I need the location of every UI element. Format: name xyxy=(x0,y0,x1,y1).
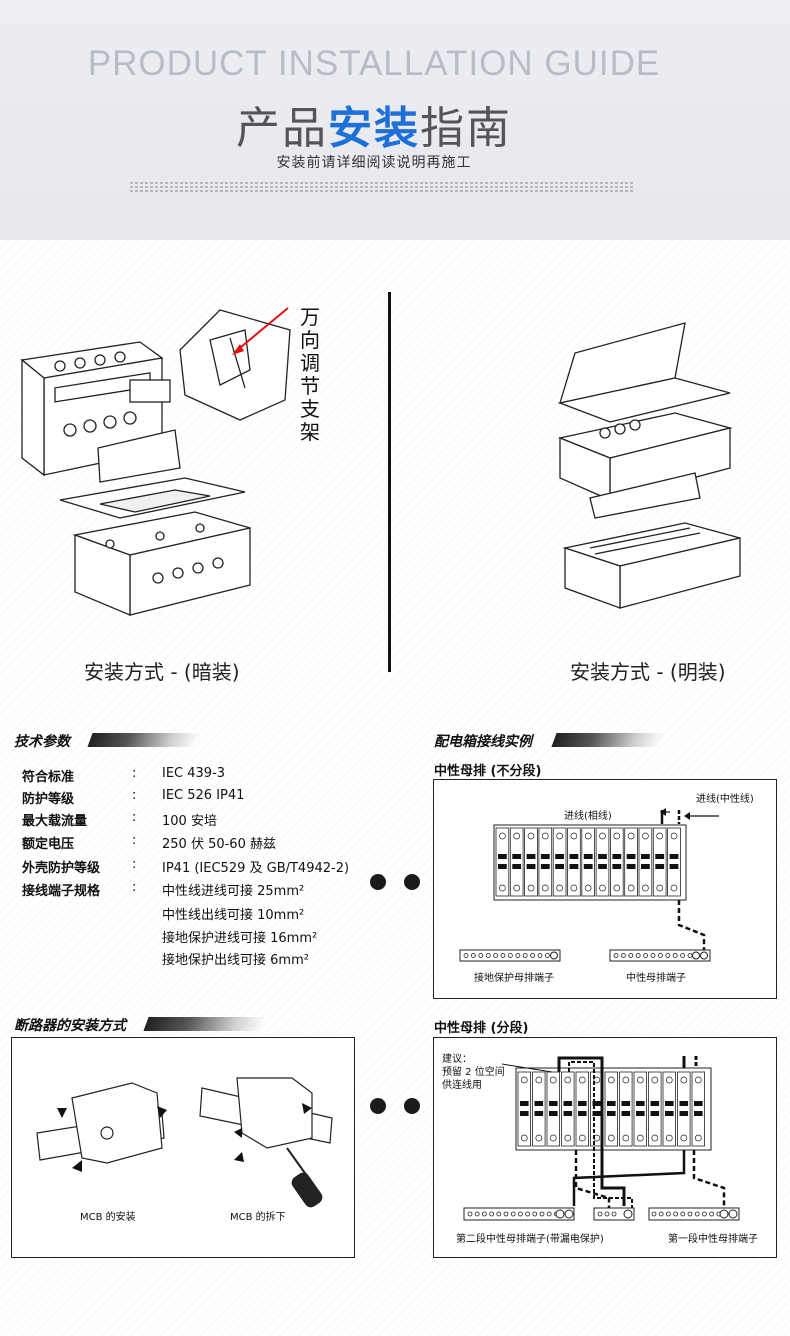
bullet-dot xyxy=(370,874,386,890)
decorative-fine-print xyxy=(130,180,635,194)
breaker-module xyxy=(567,827,581,897)
title-chinese: 产品安装指南 xyxy=(0,92,748,156)
breaker-module xyxy=(524,827,538,897)
param-colon: : xyxy=(132,880,137,895)
surface-mount-caption: 安装方式 - (明装) xyxy=(570,660,726,684)
param-key: 符合标准 xyxy=(22,770,75,785)
flush-mount-caption: 安装方式 - (暗装) xyxy=(84,660,240,684)
bracket-label-char: 节 xyxy=(300,374,320,398)
breaker-module xyxy=(662,1071,677,1147)
wiring-diagram-1: 进线(相线) 进线(中性线) 接地保护母排端子 中性母排端子 xyxy=(433,779,777,999)
header-banner: PRODUCT INSTALLATION GUIDE 产品安装指南 安装前请详细… xyxy=(0,0,790,240)
breaker-module xyxy=(638,827,653,897)
bullet-dot xyxy=(370,1098,386,1114)
mcb-install-label: MCB 的安装 xyxy=(80,1212,136,1223)
breaker-module xyxy=(552,827,567,897)
label-first-terminal: 第一段中性母排端子 xyxy=(668,1234,758,1245)
param-value: IP41 (IEC529 及 GB/T4942-2) xyxy=(162,861,350,876)
param-value: IEC 526 IP41 xyxy=(162,788,245,803)
vertical-divider xyxy=(388,292,391,672)
terminal-holes xyxy=(467,1209,738,1219)
breaker-module xyxy=(619,1071,633,1147)
param-key: 最大载流量 xyxy=(22,814,88,829)
tech-params-title: 技术参数 xyxy=(14,734,70,750)
param-value: 接地保护出线可接 6mm² xyxy=(162,953,309,968)
breaker-module xyxy=(538,827,553,897)
bullet-dot xyxy=(404,1098,420,1114)
mcb-drawing xyxy=(36,1077,333,1208)
param-key: 防护等级 xyxy=(22,792,75,807)
param-colon: : xyxy=(132,766,137,781)
param-value: 中性线出线可接 10mm² xyxy=(162,908,305,923)
surface-mount-illustration xyxy=(557,322,741,609)
breaker-row xyxy=(517,1071,706,1147)
label-second-terminal: 第二段中性母排端子(带漏电保护) xyxy=(456,1234,604,1245)
breaker-module xyxy=(691,1071,706,1147)
wiring-diagram-2-drawing xyxy=(463,1056,740,1221)
bracket-label-char: 调 xyxy=(300,351,320,375)
breaker-row xyxy=(495,827,681,897)
param-value: 中性线进线可接 25mm² xyxy=(162,884,305,899)
breaker-module xyxy=(652,827,667,897)
terminal-holes xyxy=(463,951,708,960)
flush-mount-illustration xyxy=(20,307,291,616)
param-colon: : xyxy=(132,857,137,872)
breaker-module xyxy=(509,827,524,897)
param-value: 接地保护进线可接 16mm² xyxy=(162,931,318,946)
breaker-module xyxy=(609,827,624,897)
breaker-module xyxy=(633,1071,648,1147)
param-key: 额定电压 xyxy=(22,837,75,852)
title-zh-bold: 安装 xyxy=(328,103,420,154)
breaker-module xyxy=(667,827,681,897)
param-value: IEC 439-3 xyxy=(162,766,226,781)
advice-line-3: 供连线用 xyxy=(442,1080,482,1091)
param-colon: : xyxy=(132,810,137,825)
title-zh-post: 指南 xyxy=(420,103,512,154)
title-english: PRODUCT INSTALLATION GUIDE xyxy=(87,44,661,83)
bullet-dot xyxy=(404,874,420,890)
bracket-label: 万 向 调 节 支 架 xyxy=(298,306,322,444)
bracket-label-char: 向 xyxy=(300,328,320,352)
param-key: 接线端子规格 xyxy=(22,884,101,899)
bracket-label-char: 万 xyxy=(300,305,320,329)
label-in-neutral: 进线(中性线) xyxy=(696,794,754,805)
wiring-diagram-2: 建议： 预留 2 位空间 供连线用 第二段中性母排端子(带漏电保护) 第一段中性… xyxy=(433,1037,777,1258)
breaker-module xyxy=(677,1071,691,1147)
mcb-panel: MCB 的安装 MCB 的拆下 xyxy=(11,1037,355,1258)
param-value: 100 安培 xyxy=(162,814,217,829)
mcb-header: 断路器的安装方式 xyxy=(14,1015,267,1034)
bracket-label-char: 架 xyxy=(300,420,320,444)
wiring-header: 配电箱接线实例 xyxy=(434,731,665,750)
label-earth-terminal: 接地保护母排端子 xyxy=(474,973,554,984)
subtitle: 安装前请详细阅读说明再施工 xyxy=(276,155,472,171)
label-in-phase: 进线(相线) xyxy=(564,811,612,822)
breaker-module xyxy=(575,1071,590,1147)
tech-params-header: 技术参数 xyxy=(14,731,201,750)
breaker-module xyxy=(561,1071,575,1147)
breaker-module xyxy=(595,827,610,897)
title-zh-pre: 产品 xyxy=(236,103,328,154)
label-neutral-terminal: 中性母排端子 xyxy=(626,973,686,984)
wiring-sub-title-1: 中性母排 (不分段) xyxy=(434,764,542,779)
breaker-module xyxy=(624,827,638,897)
breaker-module xyxy=(648,1071,662,1147)
mcb-title: 断路器的安装方式 xyxy=(14,1018,126,1034)
breaker-module xyxy=(604,1071,619,1147)
param-value: 250 伏 50-60 赫兹 xyxy=(162,837,276,852)
advice-line-2: 预留 2 位空间 xyxy=(442,1067,505,1078)
wiring-sub-title-2: 中性母排 (分段) xyxy=(434,1021,529,1036)
advice-line-1: 建议： xyxy=(442,1054,472,1065)
breaker-module xyxy=(581,827,596,897)
bracket-label-char: 支 xyxy=(300,397,320,421)
param-colon: : xyxy=(132,788,137,803)
wiring-title: 配电箱接线实例 xyxy=(434,734,532,750)
breaker-module xyxy=(495,827,510,897)
breaker-module xyxy=(532,1071,546,1147)
breaker-module xyxy=(546,1071,561,1147)
breaker-module xyxy=(517,1071,532,1147)
param-colon: : xyxy=(132,833,137,848)
mcb-remove-label: MCB 的拆下 xyxy=(230,1212,286,1223)
wiring-diagram-1-drawing xyxy=(459,808,719,962)
param-key: 外壳防护等级 xyxy=(22,861,101,876)
